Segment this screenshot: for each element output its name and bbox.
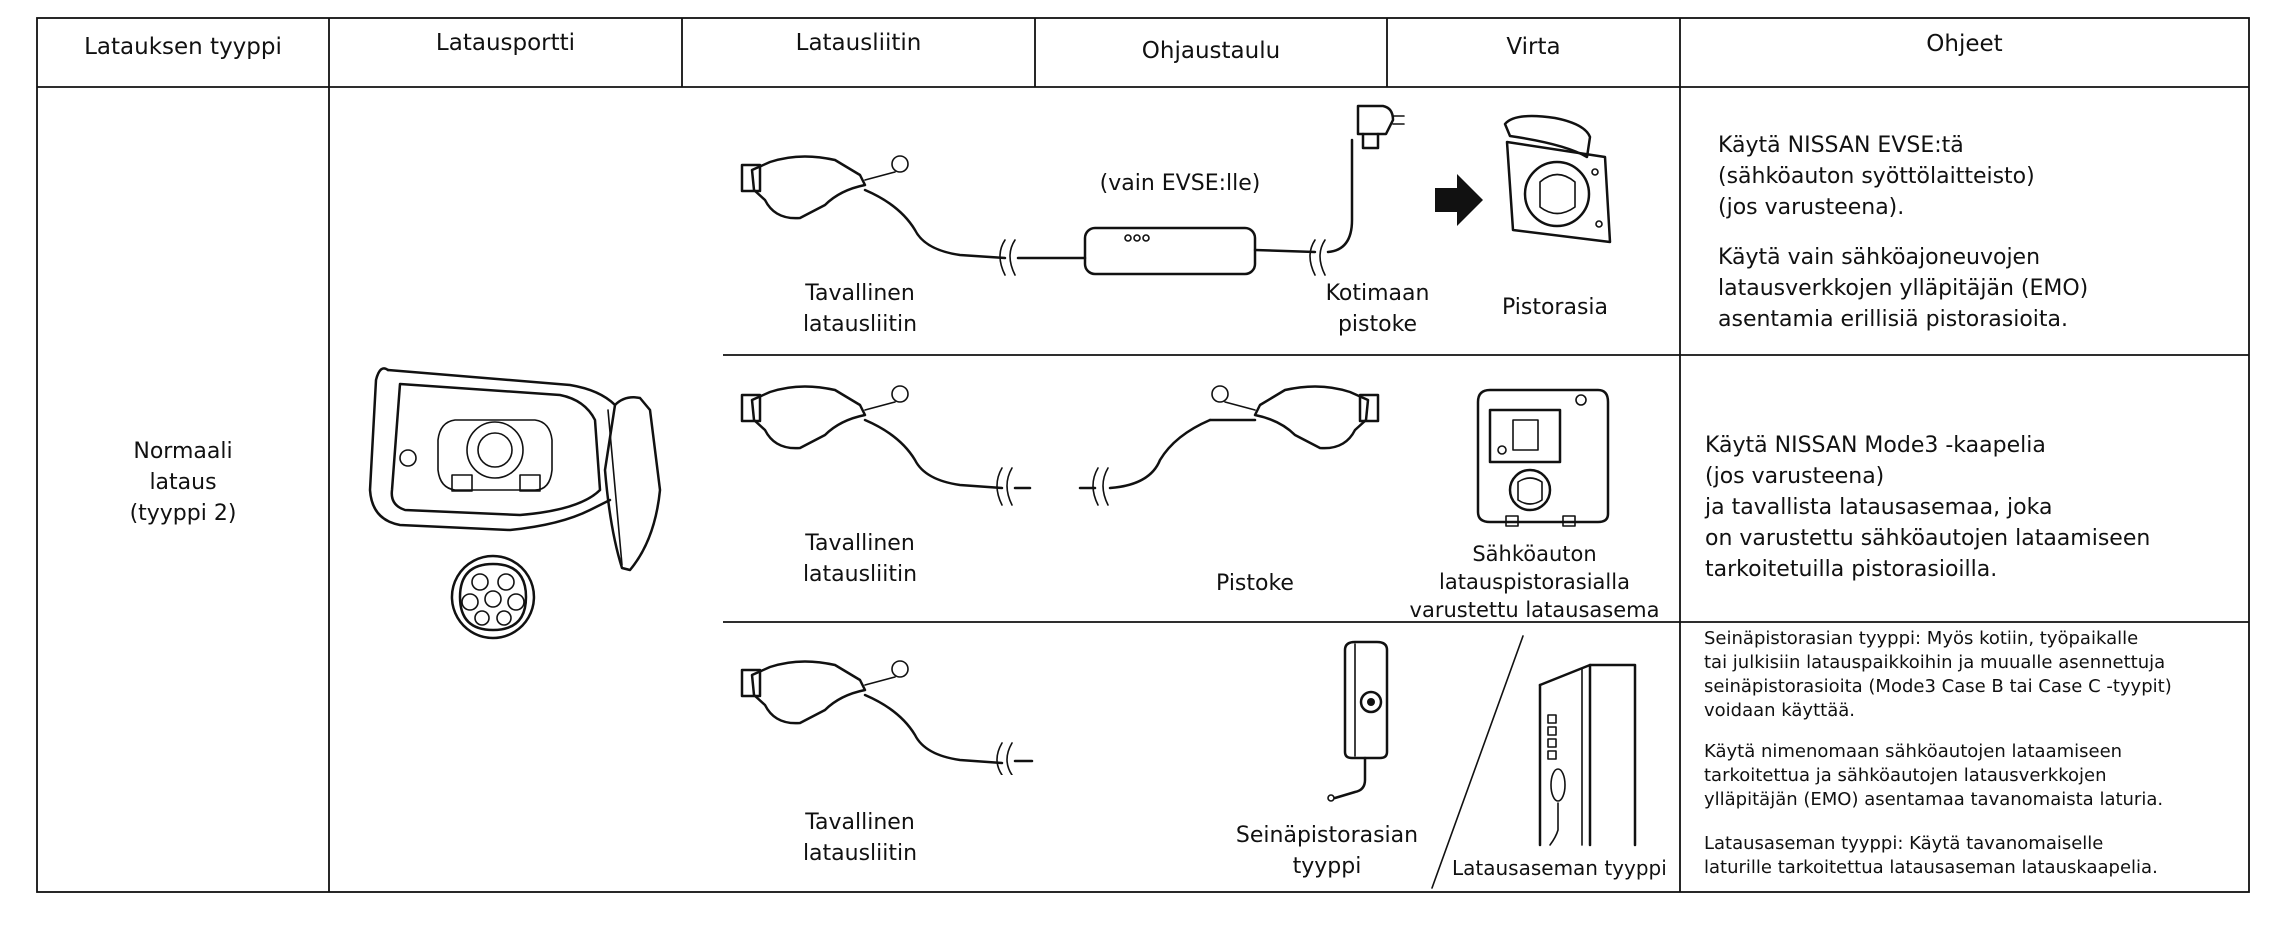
- charging-type-label: Normaali lataus (tyyppi 2): [129, 439, 237, 526]
- header-charging-type: Latauksen tyyppi: [84, 34, 282, 60]
- header-connector: Latausliitin: [795, 30, 922, 56]
- row3-note-2: Käytä nimenomaan sähköautojen lataamisee…: [1704, 741, 2164, 810]
- row3-station-type-label: Latausaseman tyyppi: [1452, 856, 1667, 880]
- row1-evse-only-label: (vain EVSE:lle): [1099, 171, 1261, 196]
- row1-socket-label: Pistorasia: [1501, 295, 1609, 320]
- header-control-box: Ohjaustaulu: [1141, 38, 1281, 64]
- row3-wall-socket-label: Seinäpistorasian tyyppi: [1235, 823, 1419, 879]
- diagonal-divider: [1431, 635, 1524, 889]
- row1-connector-label: Tavallinen latausliitin: [802, 281, 918, 337]
- header-power: Virta: [1506, 34, 1561, 60]
- row1-instruction-2: Käytä vain sähköajoneuvojen latausverkko…: [1718, 245, 2089, 332]
- row2-plug-label: Pistoke: [1216, 571, 1294, 596]
- row2-station-label: Sähköauton latauspistorasialla varustett…: [1409, 542, 1660, 622]
- arrow-right-icon: [1435, 174, 1483, 226]
- connector-cable-icon: [740, 138, 1354, 276]
- row1-instruction-1: Käytä NISSAN EVSE:tä (sähköauton syöttöl…: [1718, 133, 2035, 220]
- row3-note-1: Seinäpistorasian tyyppi: Myös kotiin, ty…: [1704, 628, 2172, 721]
- header-instructions: Ohjeet: [1926, 31, 2003, 57]
- row3-note-3: Latausaseman tyyppi: Käytä tavanomaisell…: [1704, 833, 2158, 878]
- row2-instruction: Käytä NISSAN Mode3 -kaapelia (jos varust…: [1705, 433, 2151, 582]
- home-plug-icon: [1356, 104, 1405, 150]
- header-charge-port: Latausportti: [435, 30, 576, 56]
- charge-port-icon: [368, 367, 662, 572]
- row3-connector-label: Tavallinen latausliitin: [802, 810, 918, 866]
- row1-home-plug-label: Kotimaan pistoke: [1325, 281, 1430, 337]
- wallbox-icon: [1327, 640, 1389, 802]
- row2-connector-label: Tavallinen latausliitin: [802, 531, 918, 587]
- mode3-cable-icon: [740, 385, 1380, 506]
- station-pillar-icon: [1538, 663, 1637, 847]
- wall-socket-icon: [1503, 114, 1612, 244]
- type2-connector-icon: [450, 554, 536, 640]
- charging-station-icon: [1476, 388, 1610, 527]
- connector-short-cable-icon: [740, 660, 1034, 775]
